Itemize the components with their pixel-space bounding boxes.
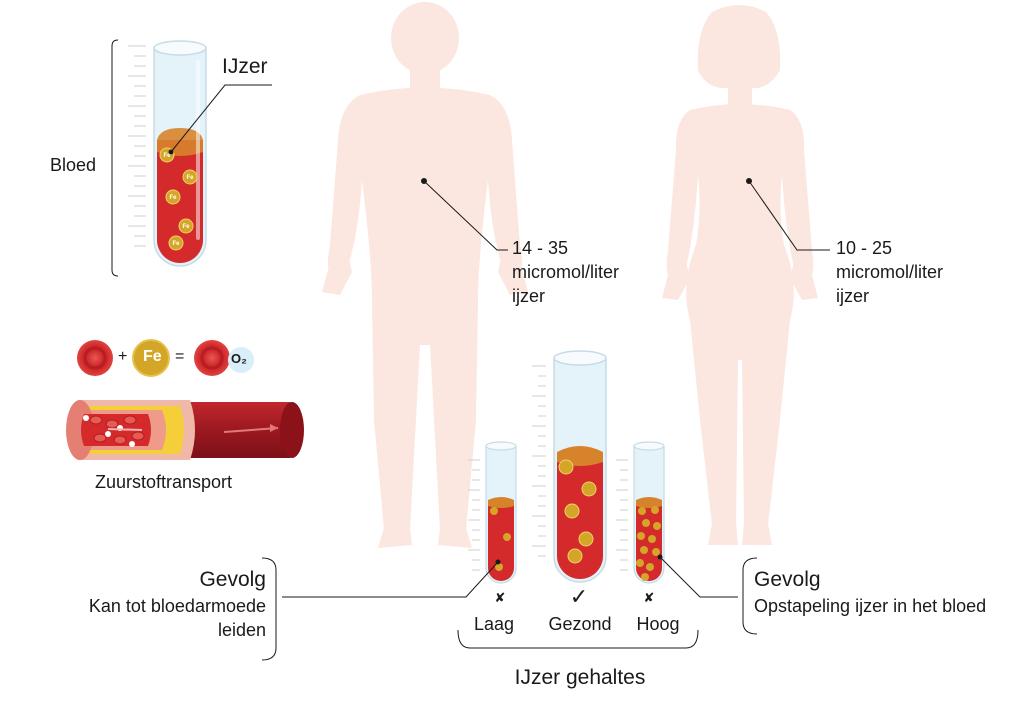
male-value: 14 - 35 [512, 238, 569, 258]
mark-gezond-icon: ✓ [569, 584, 589, 609]
tube-hoog [616, 441, 665, 584]
right-connector [659, 556, 738, 598]
right-gevolg-title: Gevolg [754, 568, 821, 591]
tube-laag [468, 441, 517, 584]
mark-laag-icon: ✘ [494, 590, 506, 605]
transport-label: Zuurstoftransport [95, 472, 233, 492]
plus-sign: + [118, 348, 128, 365]
footer-title: IJzer gehaltes [514, 666, 646, 689]
female-unit: micromol/liter [836, 262, 944, 282]
left-gevolg-title: Gevolg [199, 568, 266, 591]
oxygen-equation [77, 339, 254, 377]
fe-symbol: Fe [143, 348, 162, 365]
bottom-brace [457, 629, 699, 649]
male-unit: micromol/liter [512, 262, 620, 282]
male-what: ijzer [512, 286, 546, 306]
tube-gezond [532, 350, 607, 583]
svg-text:Fe: Fe [163, 153, 171, 159]
left-brace [261, 557, 277, 661]
female-what: ijzer [836, 286, 870, 306]
o2-symbol: O₂ [231, 351, 247, 366]
left-gevolg-line2: leiden [217, 620, 266, 640]
svg-text:Fe: Fe [169, 195, 177, 201]
mark-hoog-icon: ✘ [643, 590, 655, 605]
right-gevolg-line1: Opstapeling ijzer in het bloed [754, 596, 987, 616]
left-gevolg-line1: Kan tot bloedarmoede [88, 596, 266, 616]
female-value: 10 - 25 [836, 238, 893, 258]
laag-label: Laag [473, 614, 515, 634]
female-silhouette [662, 5, 818, 545]
blood-vessel [66, 400, 304, 460]
bloed-label: Bloed [50, 155, 97, 175]
svg-text:Fe: Fe [186, 175, 194, 181]
female-leader [746, 178, 830, 251]
right-brace [742, 557, 758, 635]
male-leader [421, 178, 508, 251]
gezond-label: Gezond [548, 614, 612, 634]
svg-text:Fe: Fe [172, 241, 180, 247]
ijzer-label: IJzer [222, 55, 268, 78]
equals-sign: = [175, 348, 185, 365]
male-silhouette [322, 2, 528, 548]
left-connector [282, 561, 499, 598]
svg-text:Fe: Fe [182, 224, 190, 230]
hoog-label: Hoog [636, 614, 680, 634]
